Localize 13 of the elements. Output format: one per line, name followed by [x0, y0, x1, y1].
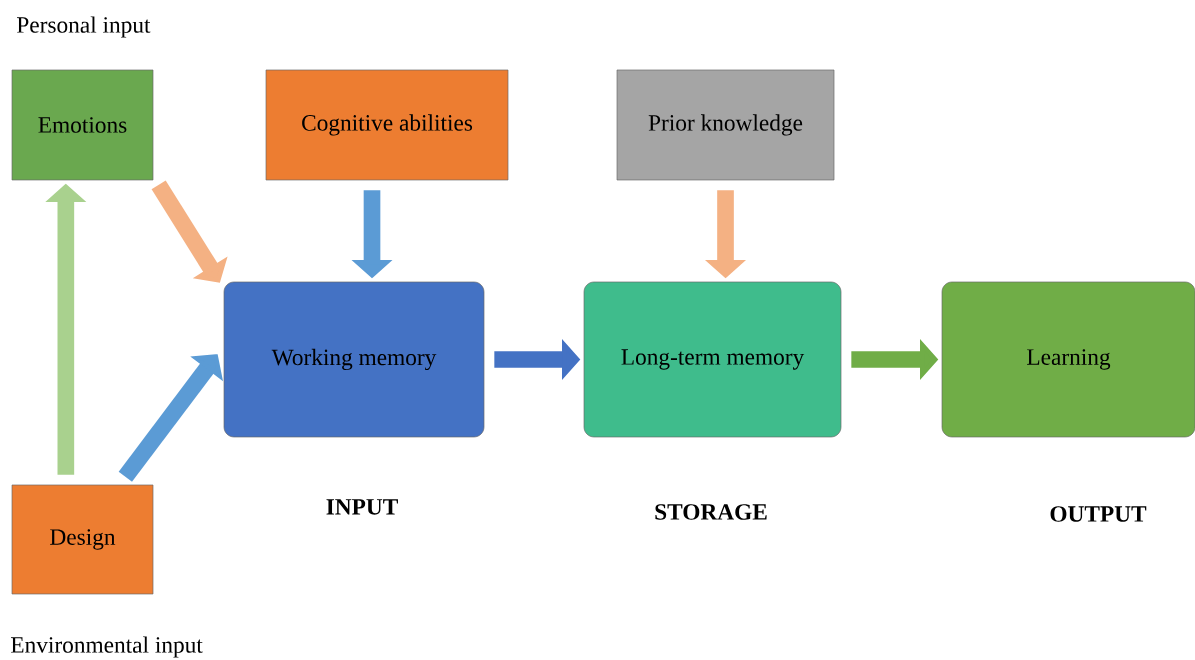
stage-label: INPUT — [326, 499, 398, 515]
factor-box: Cognitive abilities — [265, 69, 509, 181]
factor-box: Design — [11, 484, 154, 595]
stage-label: OUTPUT — [1050, 506, 1147, 522]
factor-box: Emotions — [11, 69, 154, 181]
memory-box: Long-term memory — [583, 281, 842, 438]
block-arrow — [151, 180, 228, 283]
memory-box: Working memory — [223, 281, 485, 438]
memory-box: Learning — [941, 281, 1195, 438]
stage-label: STORAGE — [655, 504, 767, 520]
factor-box: Prior knowledge — [616, 69, 835, 181]
group-label: Environmental input — [11, 636, 203, 658]
group-label: Personal input — [17, 16, 151, 38]
